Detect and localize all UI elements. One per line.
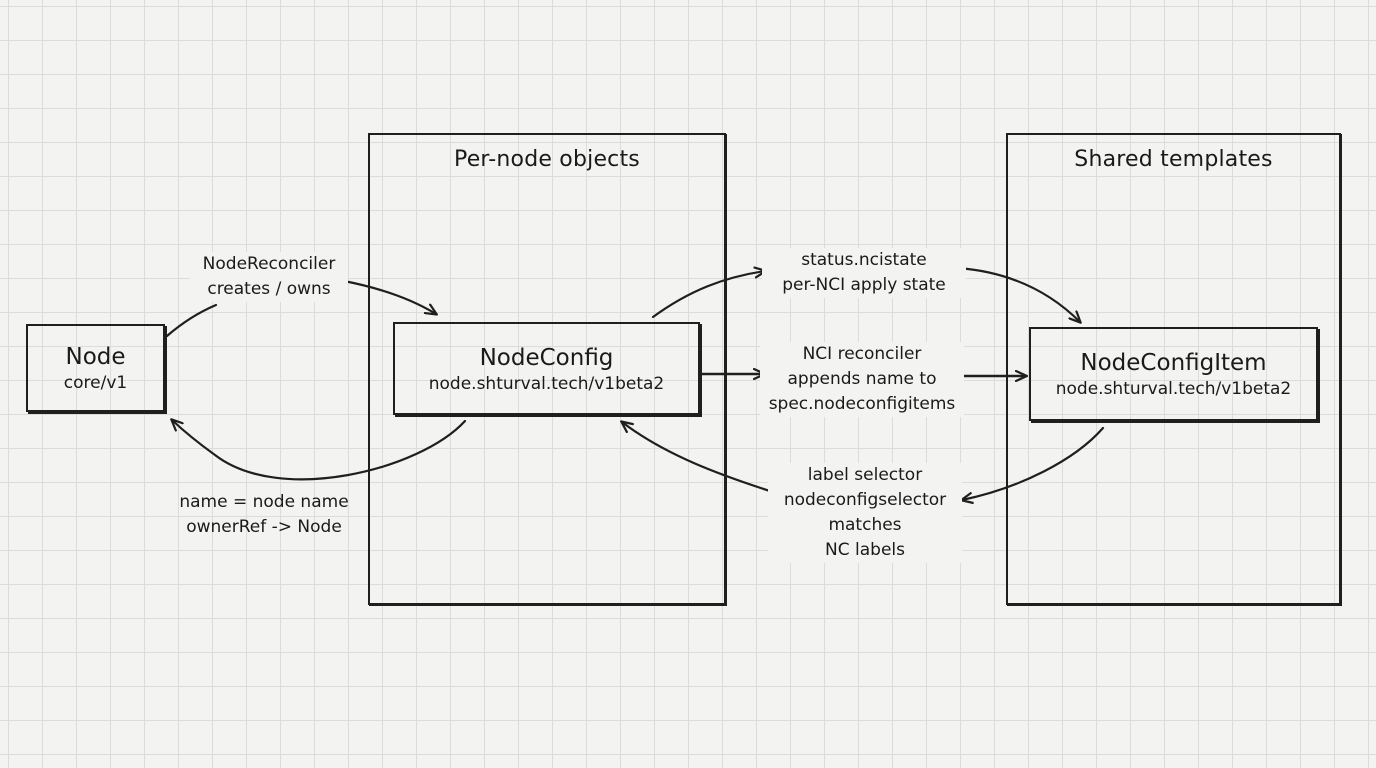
shared-templates-container: Shared templates: [1006, 133, 1341, 605]
owner-ref-label: name = node name ownerRef -> Node: [172, 490, 356, 540]
label-selector-label: label selector nodeconfigselector matche…: [768, 463, 962, 563]
per-node-objects-container: Per-node objects: [368, 133, 726, 605]
node-box: Node core/v1: [26, 324, 165, 412]
node-reconciler-label: NodeReconciler creates / owns: [190, 252, 348, 302]
shared-templates-title: Shared templates: [1074, 147, 1273, 172]
edge-owner-ref-arrow: [172, 420, 467, 481]
edge-status-arrow-1: [651, 271, 765, 319]
per-node-objects-title: Per-node objects: [454, 147, 640, 172]
selector-line-1: label selector: [807, 465, 923, 485]
owner-ref-line-2: ownerRef -> Node: [186, 517, 342, 537]
node-subtitle: core/v1: [63, 373, 128, 393]
node-reconciler-line-1: NodeReconciler: [202, 254, 336, 274]
nci-reconciler-label: NCI reconciler appends name to spec.node…: [760, 342, 964, 417]
status-ncistate-label: status.ncistate per-NCI apply state: [762, 248, 966, 298]
edge-selector-arrow-2: [622, 422, 775, 494]
status-line-1: status.ncistate: [801, 250, 927, 270]
nodeconfigitem-title: NodeConfigItem: [1080, 350, 1267, 376]
nci-reconciler-line-3: spec.nodeconfigitems: [768, 394, 956, 414]
edge-node-reconciler-start: [165, 303, 218, 338]
selector-line-3: matches: [828, 515, 902, 535]
owner-ref-line-1: name = node name: [179, 492, 349, 512]
nci-reconciler-line-1: NCI reconciler: [802, 344, 922, 364]
edge-status-arrow-2: [956, 266, 1080, 322]
nodeconfig-box: NodeConfig node.shturval.tech/v1beta2: [393, 322, 700, 415]
nodeconfig-subtitle: node.shturval.tech/v1beta2: [428, 373, 665, 394]
selector-line-2: nodeconfigselector: [783, 490, 947, 510]
nodeconfigitem-box: NodeConfigItem node.shturval.tech/v1beta…: [1029, 327, 1318, 421]
node-reconciler-line-2: creates / owns: [207, 279, 331, 299]
nodeconfig-title: NodeConfig: [479, 344, 614, 371]
edge-selector-arrow-1: [962, 426, 1105, 500]
nodeconfigitem-subtitle: node.shturval.tech/v1beta2: [1055, 379, 1292, 399]
node-title: Node: [65, 344, 126, 370]
edge-node-reconciler-arrow: [342, 279, 436, 314]
selector-line-4: NC labels: [825, 540, 905, 560]
nci-reconciler-line-2: appends name to: [787, 369, 937, 389]
status-line-2: per-NCI apply state: [782, 275, 946, 295]
